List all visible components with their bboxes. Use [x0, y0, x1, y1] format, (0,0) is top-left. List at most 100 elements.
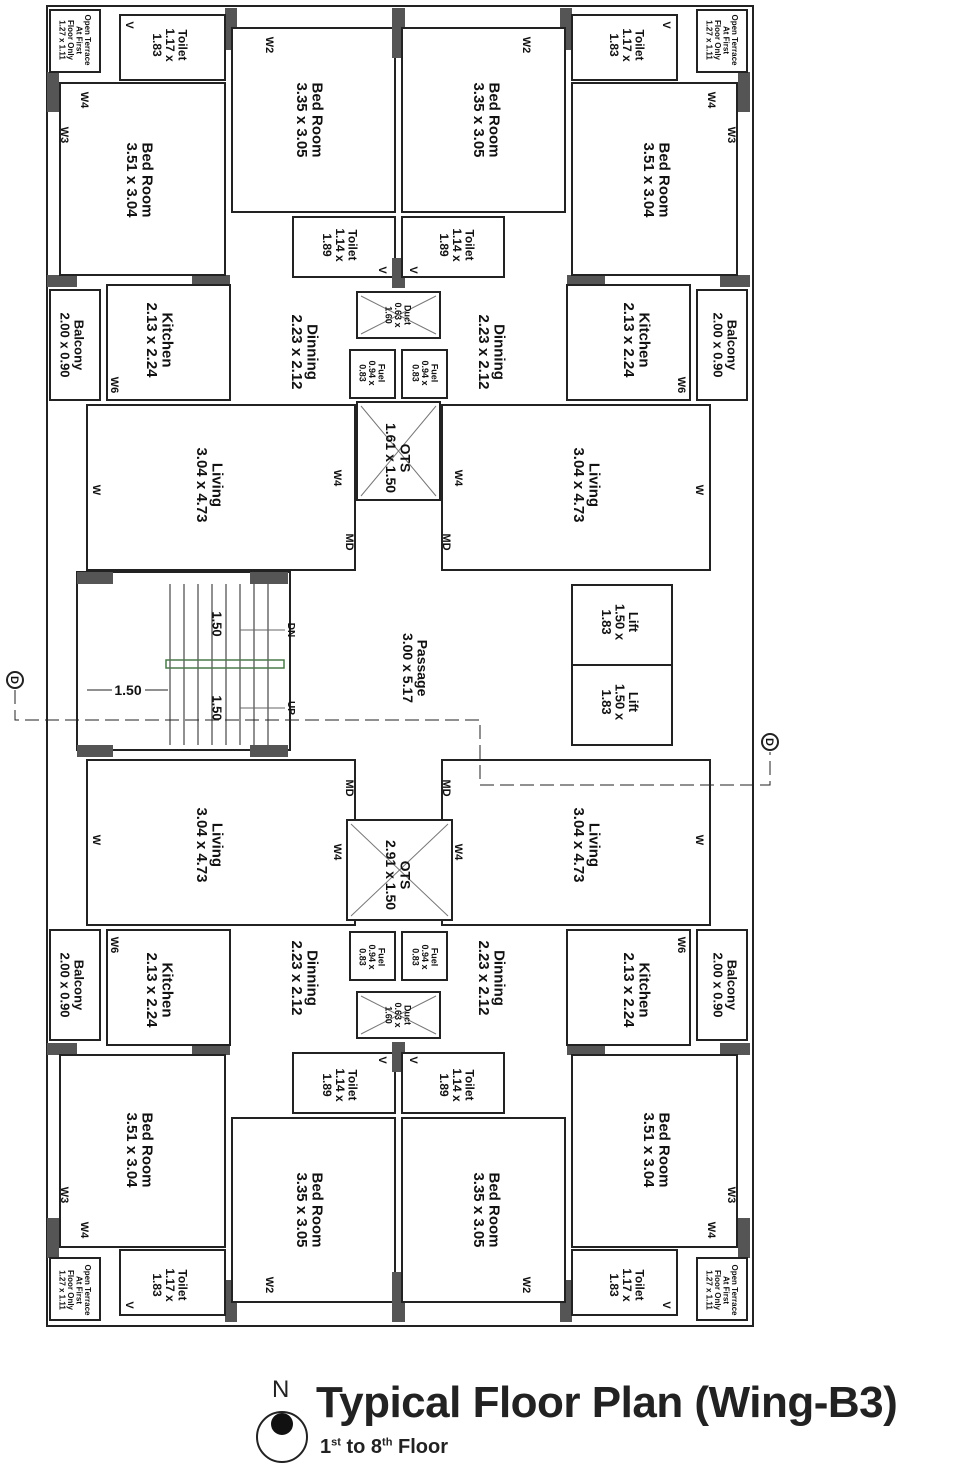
window-door-mark: W3: [725, 1187, 737, 1204]
window-door-mark: MD: [440, 533, 452, 550]
room-kitchen: Kitchen2.13 x 2.24: [566, 284, 691, 401]
toilet-label: Toilet1.17 x1.83: [150, 28, 189, 62]
open-terrace-label-line: At First: [721, 1276, 730, 1304]
bedroom-label: Bed Room3.35 x 3.05: [470, 82, 503, 157]
room-dining: Dinning2.23 x 2.12: [288, 940, 321, 1015]
living-label-line: 3.04 x 4.73: [193, 807, 210, 882]
window-door-mark: MD: [343, 533, 355, 550]
toilet-walls: [401, 216, 505, 278]
bedroom-walls: [571, 1054, 738, 1248]
window-door-mark: V: [660, 1301, 672, 1309]
lift-label: Lift1.50 x1.83: [599, 684, 641, 721]
open-terrace-label-line: At First: [74, 1276, 83, 1304]
section-marker-label-line: D: [8, 676, 20, 684]
bedroom-walls: [571, 82, 738, 276]
fuel-label-line: Fuel: [376, 948, 386, 967]
fuel-label: Fuel0.94 x0.83: [410, 360, 439, 385]
fuel-label: Fuel0.94 x0.83: [410, 944, 439, 969]
living-label-line: Living: [586, 823, 603, 867]
balcony-walls: [49, 289, 101, 401]
toilet-label-line: Toilet: [462, 1069, 476, 1100]
apartment-unit: Open TerraceAt FirstFloor Only1.27 x 1.1…: [392, 759, 750, 1322]
open-terrace-label-line: Open Terrace: [83, 15, 92, 67]
window-door-mark: MD: [440, 779, 452, 796]
ots-bottom: OTS2.91 x 1.50: [346, 819, 453, 921]
toilet-walls: [292, 1052, 396, 1114]
open-terrace-label-line: 1.27 x 1.11: [58, 1270, 67, 1310]
fuel-label-line: 0.94 x: [367, 360, 377, 385]
window-door-mark: W4: [705, 1222, 717, 1239]
fuel-label-line: 0.83: [410, 364, 420, 382]
balcony-label: Balcony2.00 x 0.90: [711, 952, 740, 1017]
window-door-mark: W4: [452, 844, 464, 861]
fuel-label-line: Fuel: [376, 364, 386, 383]
fuel-walls: [401, 349, 448, 399]
balcony-walls: [696, 929, 748, 1041]
flight-dim-line: 1.50: [209, 611, 224, 636]
kitchen-label-line: Kitchen: [636, 962, 653, 1017]
kitchen-label-line: Kitchen: [159, 312, 176, 367]
window-door-mark: W: [90, 485, 102, 496]
living-walls: [86, 404, 356, 571]
dining-label-line: 2.23 x 2.12: [475, 940, 492, 1015]
open-terrace-label: Open TerraceAt FirstFloor Only1.27 x 1.1…: [58, 1265, 92, 1317]
stair-direction: UP: [285, 701, 296, 715]
living-label-line: Living: [209, 463, 226, 507]
lift-label: Lift1.50 x1.83: [599, 604, 641, 641]
balcony-label-line: 2.00 x 0.90: [711, 312, 726, 377]
living-label-line: 3.04 x 4.73: [570, 447, 587, 522]
flight-dim: 1.50: [209, 611, 224, 636]
bedroom-label: Bed Room3.35 x 3.05: [293, 1172, 326, 1247]
lift-1: Lift1.50 x1.83: [571, 584, 673, 666]
column: [47, 72, 59, 112]
apartment-unit: Open TerraceAt FirstFloor Only1.27 x 1.1…: [392, 8, 750, 571]
toilet-walls: [292, 216, 396, 278]
building-outline: [46, 5, 754, 1327]
toilet-label: Toilet1.14 x1.89: [320, 228, 359, 262]
living-label-line: Living: [209, 823, 226, 867]
ots-label-line: OTS: [397, 444, 413, 473]
toilet-label-line: 1.83: [607, 1273, 621, 1297]
window-door-mark: W2: [520, 37, 532, 54]
room-toilet: Toilet1.14 x1.89: [292, 1052, 396, 1114]
ots-label: OTS2.91 x 1.50: [383, 840, 414, 910]
window-door-mark: W3: [58, 1187, 70, 1204]
living-label: Living3.04 x 4.73: [193, 447, 226, 522]
dining-label-line: 2.23 x 2.12: [288, 314, 305, 389]
room-open-terrace: Open TerraceAt FirstFloor Only1.27 x 1.1…: [49, 1257, 101, 1321]
toilet-walls: [401, 1052, 505, 1114]
bedroom-label-line: Bed Room: [656, 143, 673, 218]
toilet-label-line: 1.83: [150, 1273, 164, 1297]
section-marker-icon: [761, 733, 779, 751]
passage-label-line: 3.00 x 5.17: [400, 633, 416, 703]
section-marker-icon: [6, 671, 24, 689]
lift-label-line: 1.83: [599, 689, 614, 714]
lift-label-line: 1.50 x: [612, 604, 627, 641]
toilet-label-line: Toilet: [175, 29, 189, 60]
duct-label: Duct0.63 x1.60: [383, 1002, 412, 1027]
bedroom-label: Bed Room3.35 x 3.05: [470, 1172, 503, 1247]
column: [47, 275, 77, 287]
bedroom-label: Bed Room3.51 x 3.04: [640, 1112, 673, 1188]
apartment-unit: Open TerraceAt FirstFloor Only1.27 x 1.1…: [47, 759, 405, 1322]
toilet-label-line: 1.89: [437, 233, 451, 257]
room-living: Living3.04 x 4.73: [86, 759, 356, 926]
passage-label-line: Passage: [414, 640, 430, 697]
fuel-label-line: 0.94 x: [420, 944, 430, 969]
toilet-label: Toilet1.17 x1.83: [150, 1268, 189, 1302]
column: [720, 1043, 750, 1055]
fuel-label-line: Fuel: [429, 948, 439, 967]
duct-bottom: Duct0.63 x1.60: [356, 991, 441, 1039]
kitchen-label: Kitchen2.13 x 2.24: [620, 952, 653, 1028]
column: [47, 1218, 59, 1258]
window-door-mark: W4: [78, 92, 90, 109]
stair-handrail: [165, 659, 285, 669]
window-door-mark: W2: [263, 1277, 275, 1294]
room-open-terrace: Open TerraceAt FirstFloor Only1.27 x 1.1…: [696, 1257, 748, 1321]
room-dining: Dinning2.23 x 2.12: [475, 314, 508, 389]
apartment-unit: Open TerraceAt FirstFloor Only1.27 x 1.1…: [47, 8, 405, 571]
bedroom-walls: [59, 1054, 226, 1248]
fuel-label-line: 0.83: [357, 364, 367, 382]
window-door-mark: W2: [520, 1277, 532, 1294]
